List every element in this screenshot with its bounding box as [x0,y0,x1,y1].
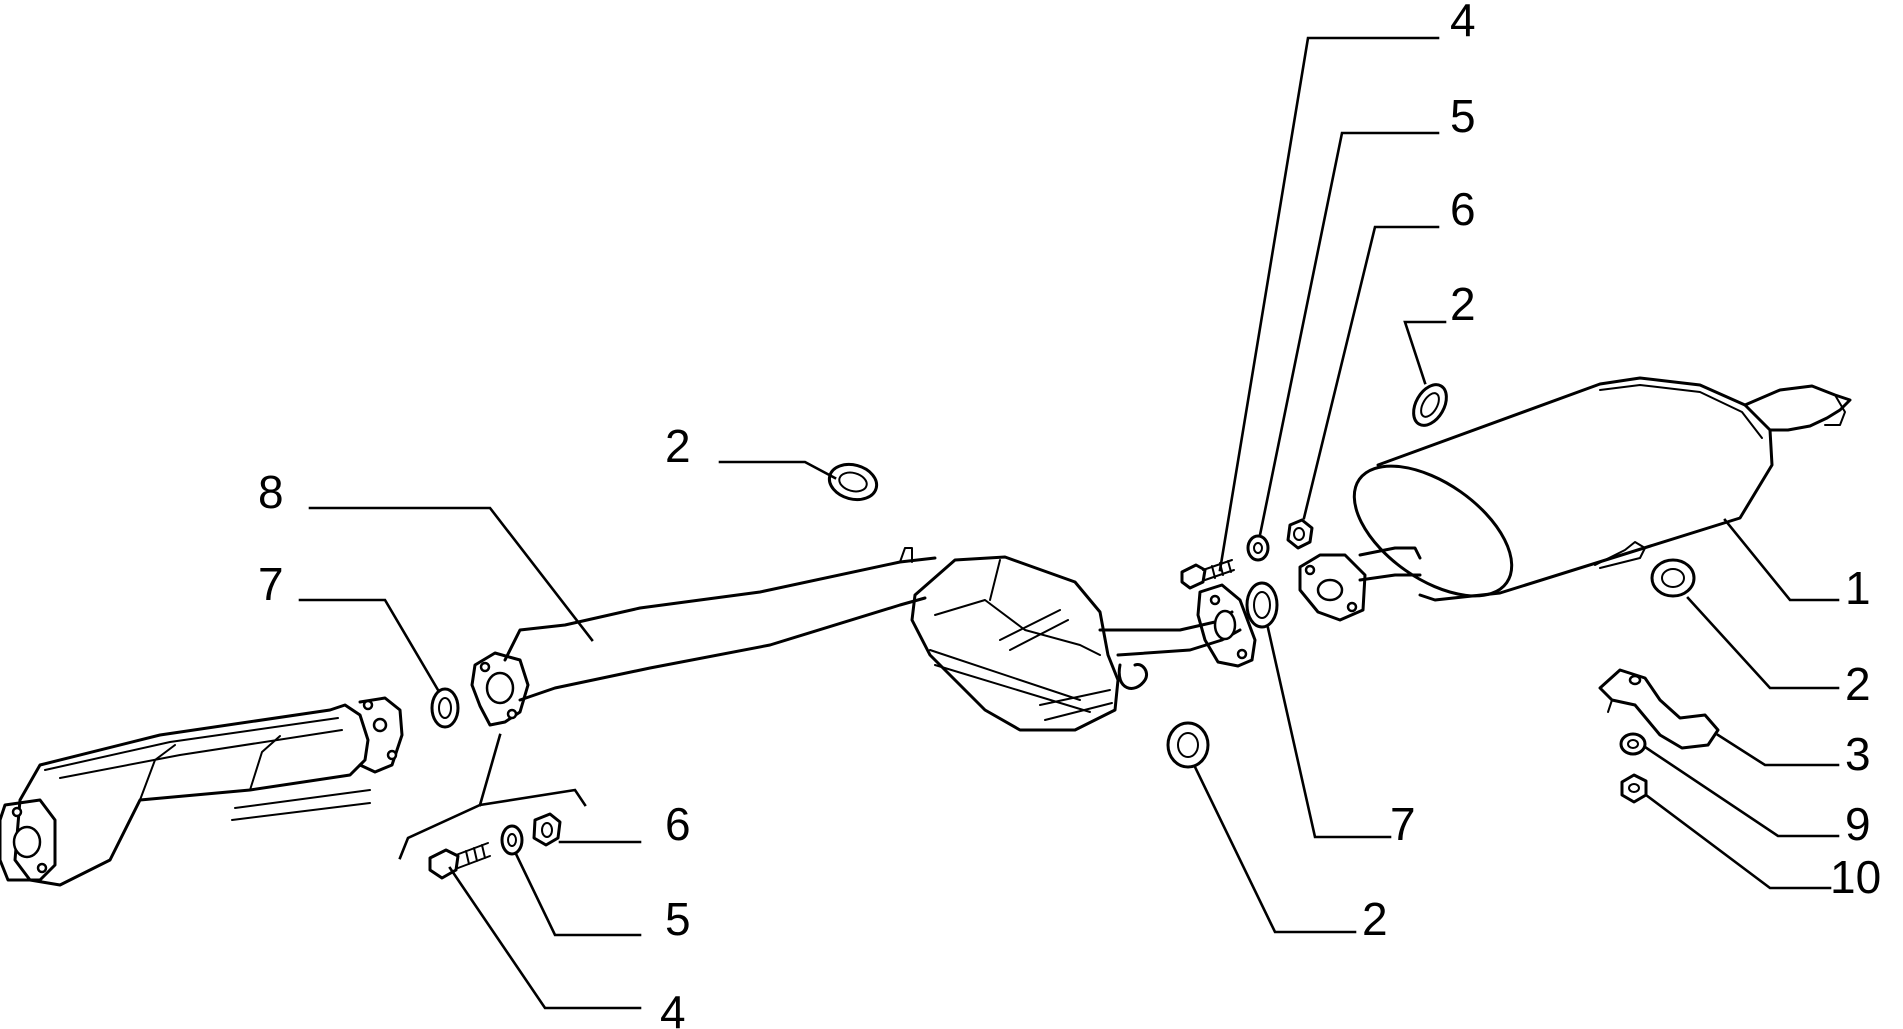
fastener-group-arrow [478,733,502,807]
nut-bottom [532,812,562,847]
leader-4-bottom [448,866,642,1010]
callout-5-top: 5 [1450,90,1476,142]
gasket-left [430,687,460,729]
catalytic-converter [0,696,404,887]
callout-4-bottom: 4 [660,986,686,1029]
seal-ring-top-center [827,462,879,502]
leader-9 [1643,745,1840,838]
leader-3 [1716,733,1840,767]
callout-4-top: 4 [1450,0,1476,46]
callout-3: 3 [1845,728,1871,780]
callout-2-bottom: 2 [1362,893,1388,945]
rear-muffler [1298,376,1852,622]
front-pipe [470,547,937,727]
leader-8 [308,506,594,642]
washer-top [1246,534,1270,562]
leader-2-top-center [718,460,837,480]
leader-4-top [1218,36,1440,572]
washer-bottom [500,824,524,856]
intermediate-pipe [1098,583,1257,668]
seal-ring-bottom [1166,721,1210,769]
leader-2-right [1686,596,1840,690]
seal-ring-right [1650,558,1696,598]
callout-1: 1 [1845,562,1871,614]
callout-8: 8 [258,466,284,518]
bolt-top [1180,559,1235,590]
seal-ring-top-right [1412,383,1448,427]
callout-6-bottom: 6 [665,798,691,850]
leader-7-left [298,598,440,692]
leader-5-top [1258,131,1440,537]
callout-2-top-center: 2 [665,420,691,472]
leader-2-top-right [1403,320,1447,385]
bolt-bottom [428,842,491,880]
leader-7-right [1266,626,1392,839]
callout-7-right: 7 [1390,798,1416,850]
leader-2-bottom [1193,765,1357,934]
callout-6-top: 6 [1450,183,1476,235]
callout-9: 9 [1845,798,1871,850]
gasket-right [1245,581,1279,629]
callout-5-bottom: 5 [665,893,691,945]
nut-top [1286,518,1314,550]
small-washer [1619,732,1647,756]
small-nut [1620,773,1648,804]
leader-5-bottom [514,852,642,937]
leader-6-top [1302,225,1440,520]
leader-10 [1644,793,1832,890]
callout-10: 10 [1830,851,1881,903]
callout-2-right: 2 [1845,658,1871,710]
callout-2-top-right: 2 [1450,278,1476,330]
callout-7-left: 7 [258,558,284,610]
fastener-group-bracket [398,788,587,860]
center-silencer [910,555,1149,732]
bracket [1598,668,1720,750]
leader-1 [1723,518,1840,602]
